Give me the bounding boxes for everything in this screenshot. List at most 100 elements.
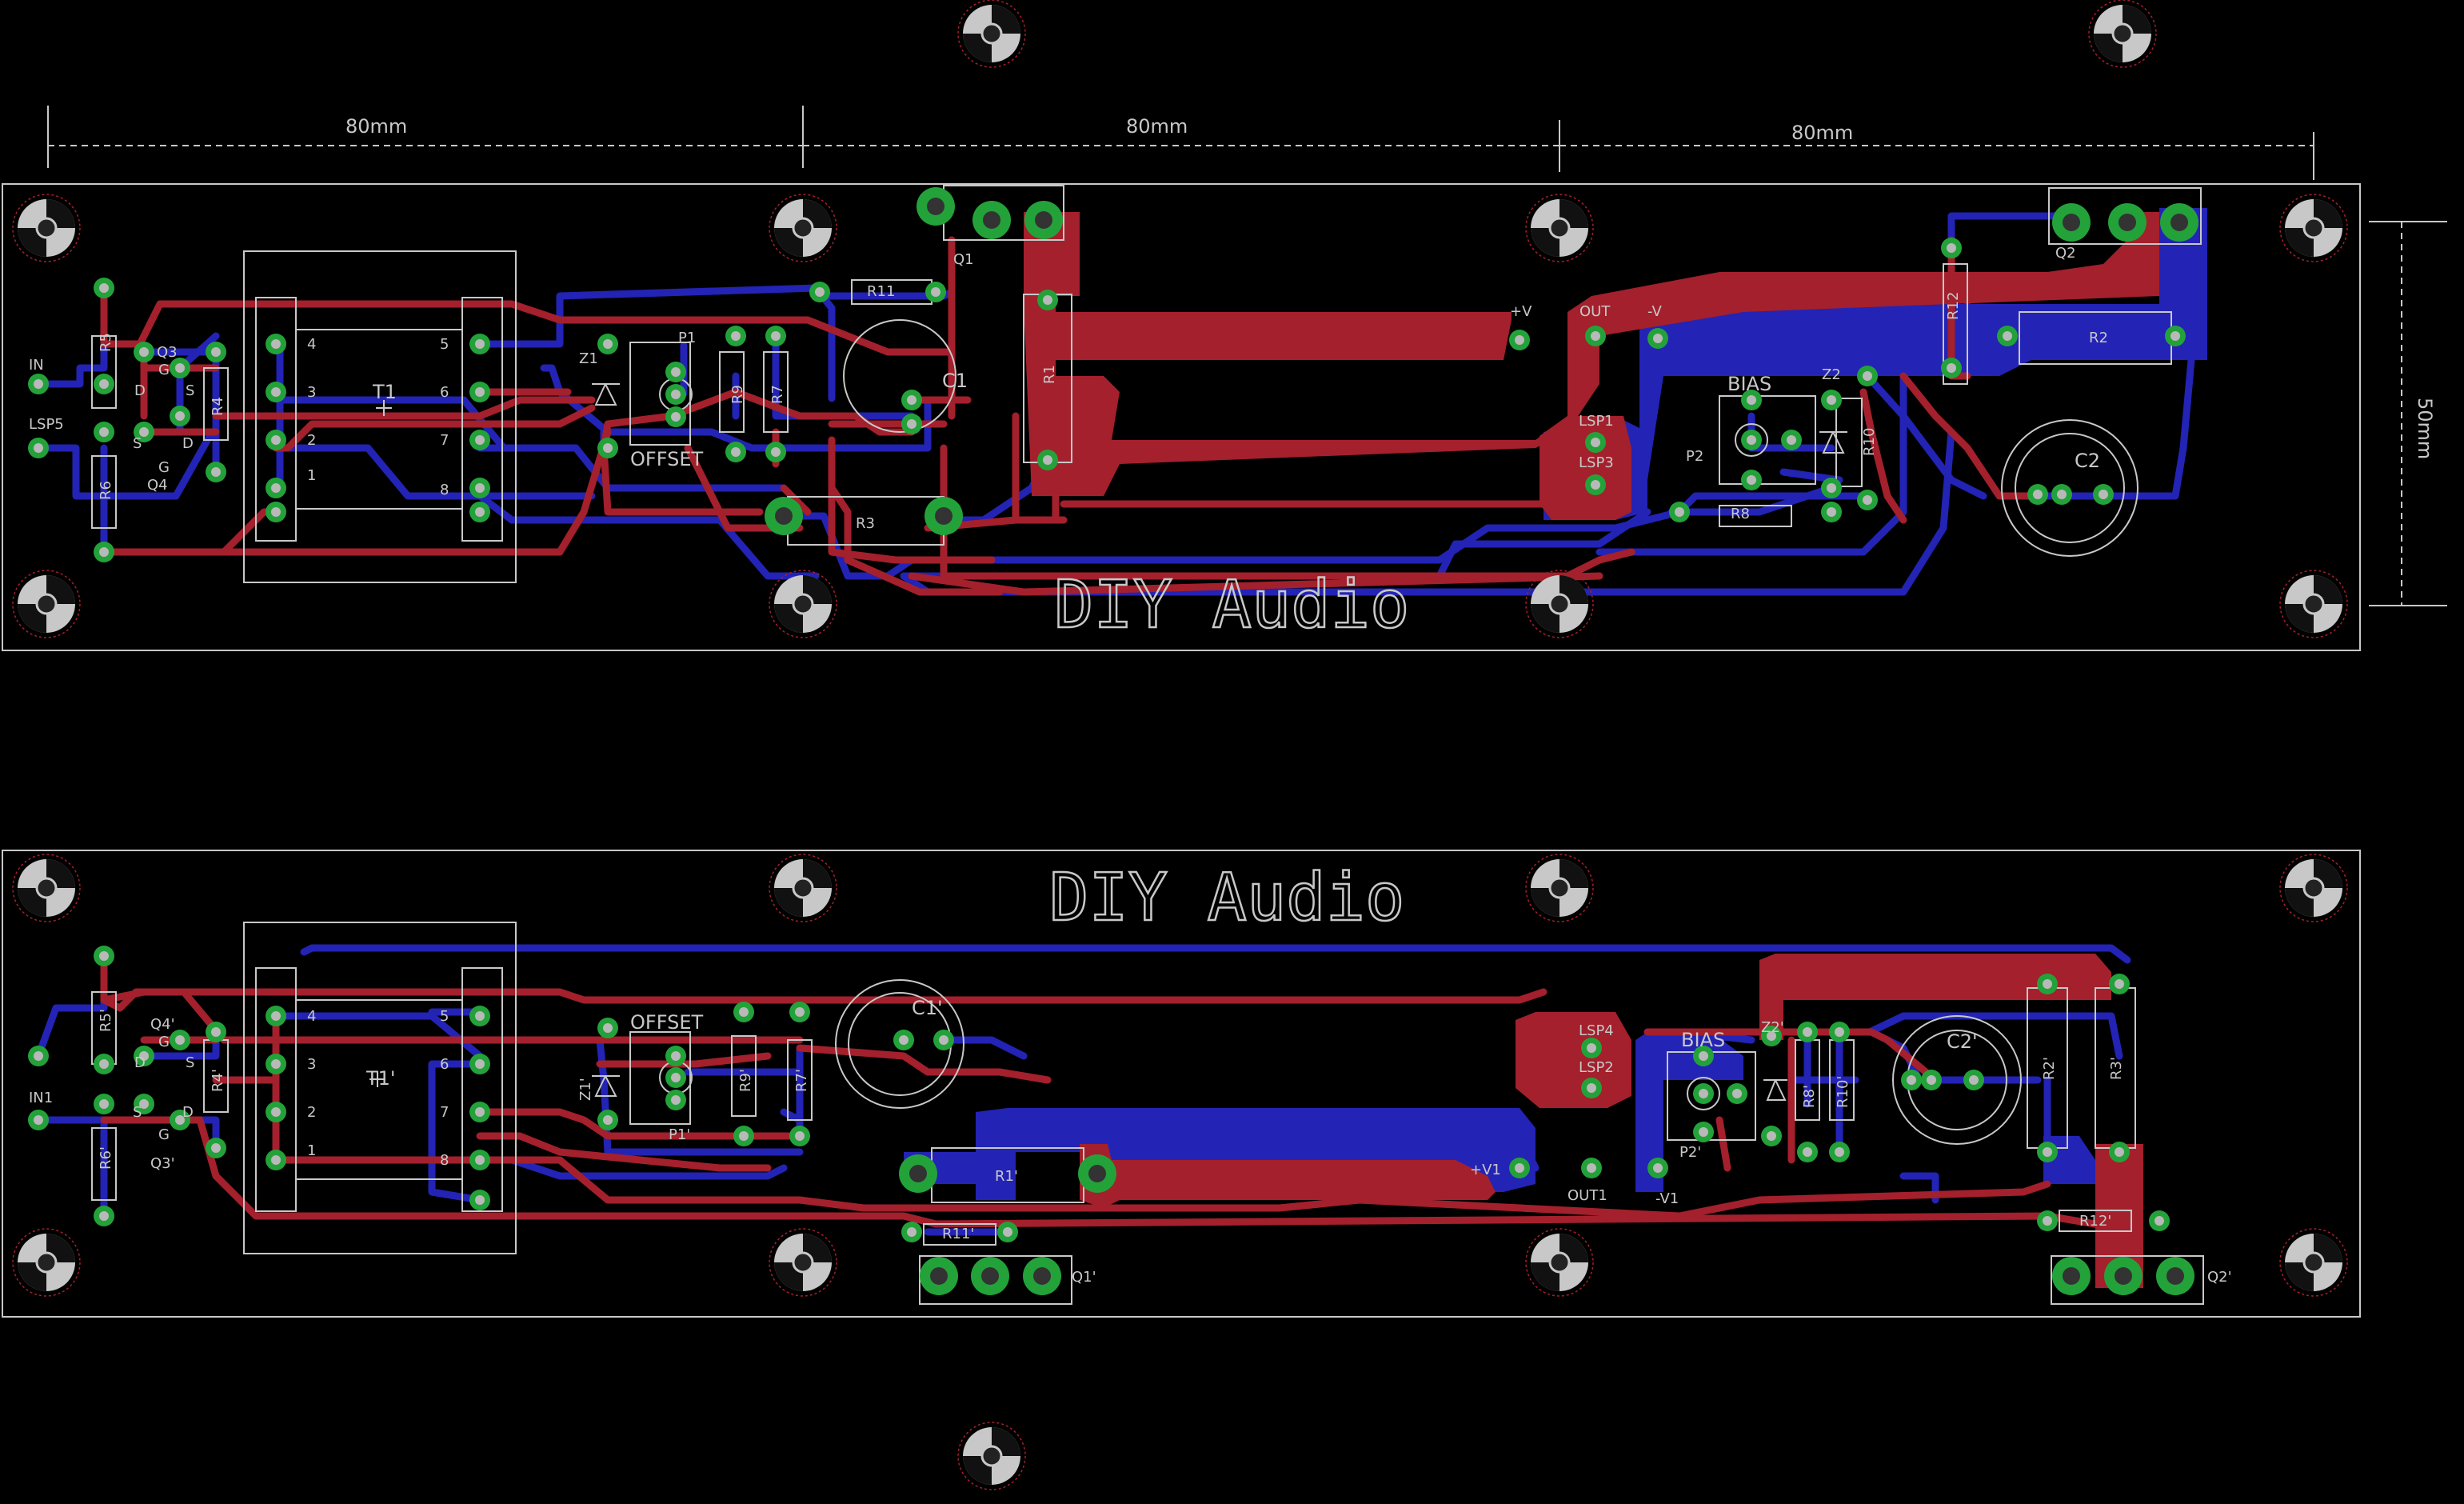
label-t1p-p7: 7 <box>440 1104 449 1121</box>
label-bias: BIAS <box>1727 373 1771 395</box>
bottom-red-pour-1 <box>1080 1144 1496 1208</box>
label-z2: Z2 <box>1822 366 1841 383</box>
label-t1p-p4: 4 <box>307 1008 316 1025</box>
label-t1-p6: 6 <box>440 384 449 401</box>
label-s-top-b: S <box>186 1054 194 1071</box>
label-g-bot-b: G <box>158 1126 170 1143</box>
label-t1-p3: 3 <box>307 384 316 401</box>
label-d-bot-b: D <box>182 1104 194 1121</box>
bottom-silk-labels: IN1 R5' R6' Q4' Q3' R4' G D S S G D T1' … <box>29 997 2232 1286</box>
label-in1: IN1 <box>29 1090 53 1106</box>
label-q3p: Q3' <box>150 1155 175 1172</box>
label-c1: C1 <box>942 370 968 392</box>
label-z1: Z1 <box>579 350 598 367</box>
label-r1: R1 <box>1041 365 1058 384</box>
label-lsp5: LSP5 <box>29 416 64 433</box>
label-t1p-p2: 2 <box>307 1104 316 1121</box>
label-r5: R5 <box>98 333 114 352</box>
label-lsp4: LSP4 <box>1579 1022 1614 1039</box>
label-r7p: R7' <box>793 1069 810 1092</box>
label-z1p: Z1' <box>577 1078 594 1101</box>
label-r5p: R5' <box>98 1009 114 1032</box>
label-offset: OFFSET <box>630 448 703 470</box>
label-p2p: P2' <box>1679 1144 1701 1161</box>
top-red-pour-2 <box>1540 416 1631 520</box>
label-q4: Q4 <box>147 477 168 494</box>
label-r4: R4 <box>210 397 226 416</box>
label-in: IN <box>29 357 44 374</box>
label-d-top-b: D <box>134 1054 146 1071</box>
top-silk-labels: IN LSP5 R5 R6 Q3 Q4 G D S S G D R4 T1 4 … <box>29 245 2108 532</box>
dimension-lines: 80mm 80mm 80mm 50mm <box>47 106 2447 606</box>
board-bottom: IN1 R5' R6' Q4' Q3' R4' G D S S G D T1' … <box>2 850 2361 1318</box>
bottom-red-traces <box>100 956 2099 1228</box>
label-r12: R12 <box>1945 292 1962 320</box>
board-top: IN LSP5 R5 R6 Q3 Q4 G D S S G D R4 T1 4 … <box>2 183 2361 651</box>
label-r9p: R9' <box>737 1069 754 1092</box>
dim-label-1: 80mm <box>345 115 407 138</box>
top-blue-pour-1 <box>1639 208 2207 520</box>
label-r10: R10 <box>1861 428 1878 456</box>
top-silk <box>91 185 2202 583</box>
label-t1-p7: 7 <box>440 432 449 449</box>
brand-label-bottom: DIY Audio <box>1049 860 1404 936</box>
label-t1p-p5: 5 <box>440 1008 449 1025</box>
label-q4p: Q4' <box>150 1016 175 1033</box>
brand-label-top: DIY Audio <box>1054 567 1409 643</box>
label-nv: -V <box>1647 303 1662 320</box>
label-t1-p4: 4 <box>307 336 316 353</box>
label-g-top: G <box>158 362 170 378</box>
label-r11: R11 <box>867 283 895 300</box>
label-r3p: R3' <box>2108 1057 2125 1080</box>
label-r8: R8 <box>1731 506 1750 522</box>
label-t1p-p8: 8 <box>440 1152 449 1169</box>
bottom-red-pour-2 <box>1759 954 2111 1040</box>
label-t1-p5: 5 <box>440 336 449 353</box>
label-lsp3: LSP3 <box>1579 454 1614 471</box>
label-r11p: R11' <box>942 1226 974 1242</box>
label-out1: OUT1 <box>1567 1187 1607 1204</box>
label-g-top-b: G <box>158 1034 170 1050</box>
label-offset-b: OFFSET <box>630 1011 703 1034</box>
label-r6: R6 <box>98 481 114 500</box>
dim-label-side: 50mm <box>2414 398 2436 459</box>
label-nv1: -V1 <box>1655 1190 1679 1207</box>
label-d-top: D <box>134 382 146 399</box>
dim-label-3: 80mm <box>1791 122 1853 144</box>
label-bias-b: BIAS <box>1681 1029 1725 1051</box>
label-q1p: Q1' <box>1072 1269 1096 1286</box>
label-r6p: R6' <box>98 1146 114 1170</box>
label-t1p-p1: 1 <box>307 1142 316 1159</box>
label-t1-p2: 2 <box>307 432 316 449</box>
label-out: OUT <box>1579 303 1611 320</box>
label-s-bot: S <box>133 435 142 452</box>
label-p1p: P1' <box>669 1126 690 1143</box>
label-d-bot: D <box>182 435 194 452</box>
label-pv1: +V1 <box>1470 1162 1501 1178</box>
bottom-red-pour-3 <box>1516 1012 1631 1108</box>
label-q1: Q1 <box>953 251 974 268</box>
label-r12p: R12' <box>2079 1213 2111 1230</box>
label-lsp2: LSP2 <box>1579 1059 1614 1076</box>
label-r2p: R2' <box>2041 1057 2058 1080</box>
label-t1p-p3: 3 <box>307 1056 316 1073</box>
label-c1p: C1' <box>912 997 943 1019</box>
label-g-bot: G <box>158 459 170 476</box>
label-q2p: Q2' <box>2207 1269 2232 1286</box>
label-q3: Q3 <box>157 344 178 361</box>
label-s-top: S <box>186 382 194 399</box>
label-p2: P2 <box>1686 448 1703 465</box>
label-s-bot-b: S <box>133 1104 142 1121</box>
label-r4p: R4' <box>210 1069 226 1092</box>
label-r1p: R1' <box>995 1168 1018 1185</box>
top-red-pour-1 <box>1024 212 2159 496</box>
label-r3: R3 <box>856 515 875 532</box>
label-pv: +V <box>1510 303 1532 320</box>
label-r9: R9 <box>729 385 746 404</box>
label-r10p: R10' <box>1835 1076 1851 1108</box>
bottom-red-pour-4 <box>2095 1144 2143 1288</box>
dim-label-2: 80mm <box>1126 115 1188 138</box>
label-p1: P1 <box>678 330 696 346</box>
label-r8p: R8' <box>1801 1085 1818 1108</box>
